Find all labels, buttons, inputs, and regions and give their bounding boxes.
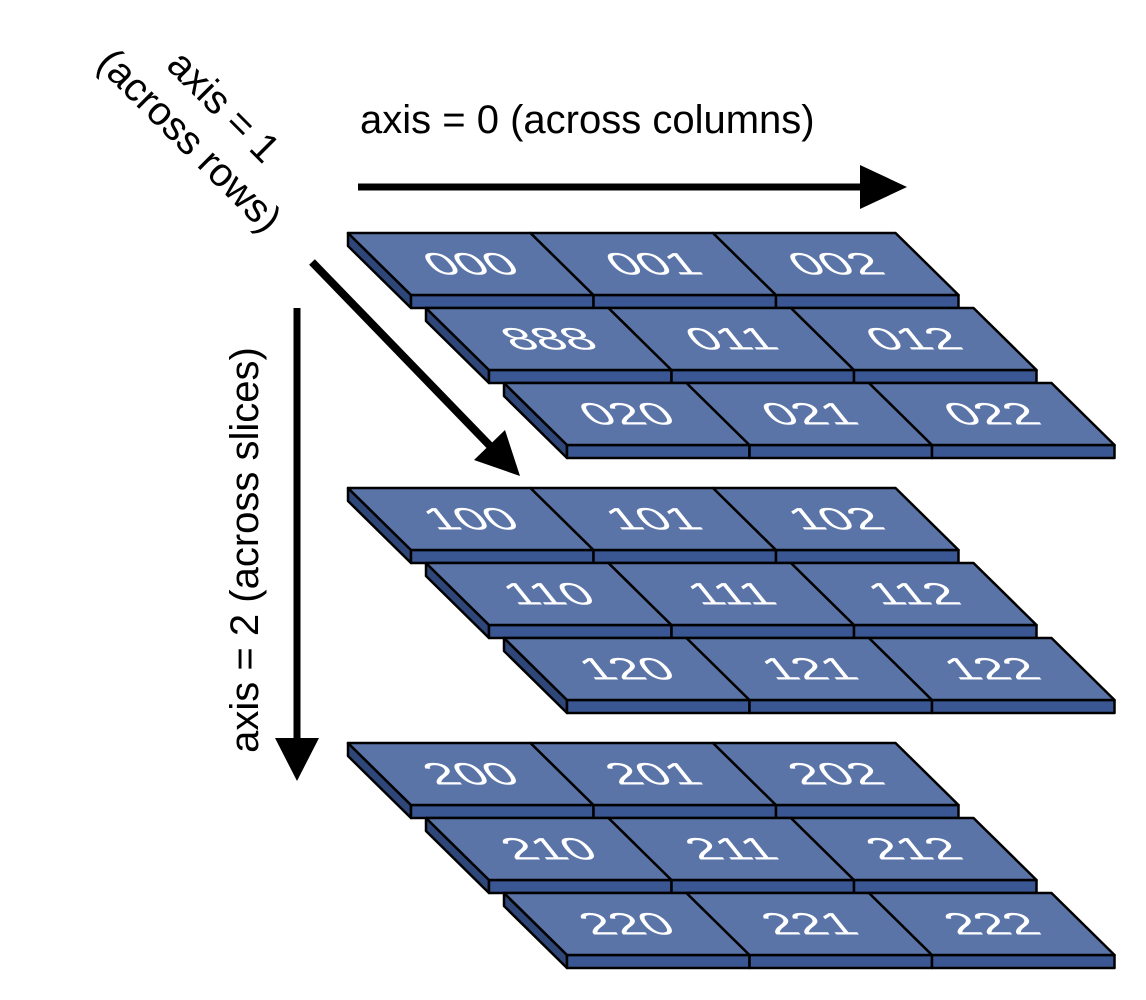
tile-0-1-0: 888 — [424, 306, 673, 385]
tile-top-face — [711, 486, 960, 552]
tile-front-face — [670, 878, 856, 895]
tile-1-1-0: 110 — [424, 561, 673, 640]
tile-front-face — [487, 878, 673, 895]
tile-top-face — [867, 891, 1116, 957]
tile-0-1-2: 012 — [789, 306, 1038, 385]
tile-front-face — [748, 443, 934, 460]
tile-front-face — [565, 698, 751, 715]
tile-1-0-2: 102 — [711, 486, 960, 565]
tile-front-face — [409, 293, 595, 310]
tile-1-0-1: 101 — [529, 486, 778, 565]
tile-front-face — [930, 443, 1116, 460]
tile-top-face — [867, 636, 1116, 702]
tile-1-2-2: 122 — [867, 636, 1116, 715]
tile-front-face — [930, 953, 1116, 970]
tile-1-0-0: 100 — [346, 486, 595, 565]
tile-front-face — [774, 293, 960, 310]
tile-front-face — [565, 443, 751, 460]
tile-front-face — [748, 698, 934, 715]
tile-2-1-1: 211 — [607, 816, 856, 895]
tile-front-face — [670, 368, 856, 385]
tile-top-face — [711, 741, 960, 807]
tile-2-0-1: 201 — [529, 741, 778, 820]
tile-2-0-2: 202 — [711, 741, 960, 820]
axis1-arrow — [309, 259, 520, 476]
tile-front-face — [592, 548, 778, 565]
tile-2-0-0: 200 — [346, 741, 595, 820]
tile-1-1-2: 112 — [789, 561, 1038, 640]
axis0-label: axis = 0 (across columns) — [360, 98, 815, 142]
tile-top-face — [711, 231, 960, 297]
axis2-arrow — [275, 308, 319, 781]
tile-front-face — [930, 698, 1116, 715]
tile-1-2-0: 120 — [502, 636, 751, 715]
tile-0-0-0: 000 — [346, 231, 595, 310]
tile-front-face — [670, 623, 856, 640]
tile-2-2-0: 220 — [502, 891, 751, 970]
tile-2-2-2: 222 — [867, 891, 1116, 970]
tile-2-1-2: 212 — [789, 816, 1038, 895]
tile-front-face — [774, 803, 960, 820]
axis1-label: axis = 1 (across rows) — [89, 40, 290, 241]
tile-top-face — [789, 561, 1038, 627]
tile-front-face — [565, 953, 751, 970]
tile-front-face — [748, 953, 934, 970]
tile-0-2-0: 020 — [502, 381, 751, 460]
tile-0-0-2: 002 — [711, 231, 960, 310]
axis0-arrow — [358, 165, 907, 209]
tile-front-face — [487, 623, 673, 640]
tile-front-face — [852, 368, 1038, 385]
tile-1-2-1: 121 — [685, 636, 934, 715]
tile-front-face — [409, 548, 595, 565]
tile-front-face — [592, 803, 778, 820]
tile-2-2-1: 221 — [685, 891, 934, 970]
tile-front-face — [852, 878, 1038, 895]
tile-front-face — [409, 803, 595, 820]
tile-0-2-1: 021 — [685, 381, 934, 460]
tile-top-face — [789, 306, 1038, 372]
tile-front-face — [592, 293, 778, 310]
tile-front-face — [487, 368, 673, 385]
tile-front-face — [774, 548, 960, 565]
tile-top-face — [867, 381, 1116, 447]
tile-top-face — [789, 816, 1038, 882]
tile-0-1-1: 011 — [607, 306, 856, 385]
tile-0-2-2: 022 — [867, 381, 1116, 460]
axis2-label: axis = 2 (across slices) — [223, 347, 267, 753]
tile-front-face — [852, 623, 1038, 640]
